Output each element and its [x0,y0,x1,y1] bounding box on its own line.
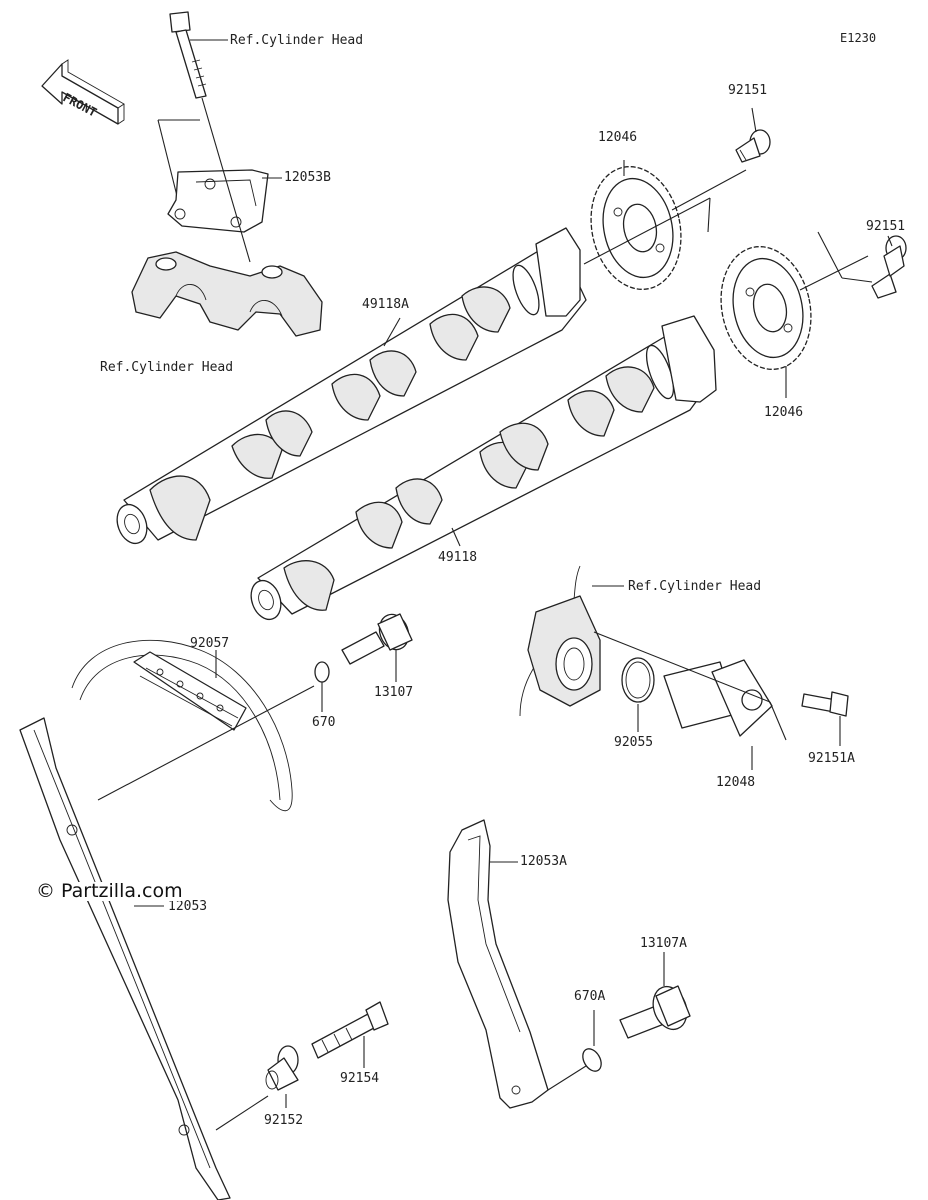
label-92151-a[interactable]: 92151 [728,83,768,98]
cam-chain [71,639,315,812]
gasket-92055 [621,657,655,732]
label-12046-a[interactable]: 12046 [598,130,638,145]
label-92055[interactable]: 92055 [614,735,654,750]
label-92151A[interactable]: 92151A [808,751,855,766]
chain-guide-bracket [157,97,282,263]
o-ring-670A [547,1010,602,1091]
tensioner-12048 [593,631,787,770]
label-12048[interactable]: 12048 [716,775,756,790]
o-ring-670 [314,661,330,712]
label-49118A[interactable]: 49118A [362,297,409,312]
bolt-top [169,11,228,99]
label-ref-cylinder-head-right[interactable]: Ref.Cylinder Head [628,579,762,594]
label-92152[interactable]: 92152 [264,1113,304,1128]
cylinder-head-partial [519,565,624,717]
label-12053[interactable]: 12053 [168,899,208,914]
watermark: © Partzilla.com [34,880,185,902]
camshaft-49118A [116,227,587,545]
front-arrow-icon: FRONT [41,59,125,125]
label-12053A[interactable]: 12053A [520,854,567,869]
diagram-code: E1230 [840,31,877,45]
chain-guide-12053A [447,819,549,1109]
collar-92152 [215,1045,299,1131]
bolt-92151A [801,691,849,746]
bolt-92154 [311,1001,389,1068]
label-12053B[interactable]: 12053B [284,170,331,185]
label-13107[interactable]: 13107 [374,685,414,700]
cam-sprocket-upper [583,160,747,290]
cam-sprocket-lower [720,231,873,398]
label-92154[interactable]: 92154 [340,1071,380,1086]
label-670A[interactable]: 670A [574,989,606,1004]
chain-guide-12053 [19,717,231,1200]
label-13107A[interactable]: 13107A [640,936,687,951]
label-92151-b[interactable]: 92151 [866,219,906,234]
pin-13107 [341,613,413,682]
label-670[interactable]: 670 [312,715,336,730]
label-ref-cylinder-head-left[interactable]: Ref.Cylinder Head [100,360,234,375]
label-92057[interactable]: 92057 [190,636,230,651]
bolt-92151-b [871,235,907,299]
label-12046-b[interactable]: 12046 [764,405,804,420]
camshaft-holder [131,251,323,337]
bolt-92151-a [735,107,771,163]
label-ref-cylinder-head-top[interactable]: Ref.Cylinder Head [230,33,364,48]
camshaft-49118 [250,315,717,621]
pin-13107A [619,952,691,1039]
label-49118[interactable]: 49118 [438,550,478,565]
